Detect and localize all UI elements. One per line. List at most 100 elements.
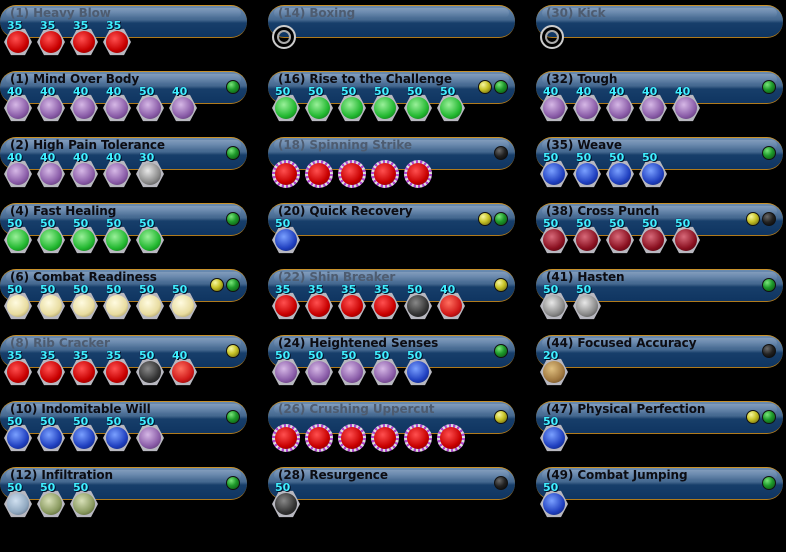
enhancement-slot[interactable]: 50	[672, 217, 700, 254]
enhancement-slot[interactable]: 50	[37, 283, 65, 320]
enhancement-slot[interactable]: 40	[606, 85, 634, 122]
power-bar[interactable]	[268, 5, 515, 38]
enhancement-slot[interactable]: 50	[136, 85, 164, 122]
enhancement-slot[interactable]: 40	[540, 85, 568, 122]
enhancement-slot[interactable]: 50	[371, 85, 399, 122]
enhancement-slot[interactable]: 50	[136, 349, 164, 386]
enhancement-slot[interactable]	[272, 154, 300, 188]
enhancement-slot[interactable]: 35	[272, 283, 300, 320]
enhancement-slot[interactable]	[338, 154, 366, 188]
enhancement-slot[interactable]: 50	[437, 85, 465, 122]
power-bar[interactable]	[536, 401, 783, 434]
enhancement-slot[interactable]: 40	[37, 85, 65, 122]
enhancement-slot[interactable]: 40	[4, 85, 32, 122]
enhancement-slot[interactable]	[338, 418, 366, 452]
enhancement-slot[interactable]: 50	[136, 415, 164, 452]
power-bar[interactable]	[0, 467, 247, 500]
empty-slot-icon[interactable]	[540, 25, 564, 49]
enhancement-slot[interactable]: 50	[37, 415, 65, 452]
enhancement-slot[interactable]: 50	[4, 217, 32, 254]
enhancement-slot[interactable]: 50	[338, 349, 366, 386]
enhancement-slot[interactable]: 50	[639, 151, 667, 188]
enhancement-slot[interactable]: 50	[272, 349, 300, 386]
enhancement-slot[interactable]: 50	[169, 283, 197, 320]
power-bar[interactable]	[536, 269, 783, 302]
enhancement-slot[interactable]: 40	[437, 283, 465, 320]
enhancement-slot[interactable]: 40	[70, 151, 98, 188]
enhancement-slot[interactable]: 35	[37, 19, 65, 56]
enhancement-slot[interactable]: 50	[573, 283, 601, 320]
enhancement-slot[interactable]: 35	[37, 349, 65, 386]
enhancement-slot[interactable]: 50	[404, 349, 432, 386]
enhancement-slot[interactable]: 50	[103, 283, 131, 320]
enhancement-slot[interactable]: 50	[103, 217, 131, 254]
enhancement-slot[interactable]: 50	[606, 217, 634, 254]
power-bar[interactable]	[268, 203, 515, 236]
enhancement-slot[interactable]: 50	[37, 217, 65, 254]
enhancement-slot[interactable]: 50	[272, 481, 300, 518]
enhancement-slot[interactable]: 40	[169, 349, 197, 386]
enhancement-slot[interactable]: 50	[540, 151, 568, 188]
enhancement-slot[interactable]: 50	[70, 283, 98, 320]
power-bar[interactable]	[536, 467, 783, 500]
enhancement-slot[interactable]: 50	[540, 481, 568, 518]
enhancement-slot[interactable]: 50	[540, 217, 568, 254]
enhancement-slot[interactable]: 35	[70, 349, 98, 386]
enhancement-slot[interactable]	[371, 154, 399, 188]
power-entry[interactable]: (30) Kick	[536, 0, 784, 60]
enhancement-slot[interactable]: 20	[540, 349, 568, 386]
enhancement-slot[interactable]: 40	[4, 151, 32, 188]
enhancement-slot[interactable]: 35	[70, 19, 98, 56]
power-entry[interactable]: (26) Crushing Uppercut	[268, 396, 516, 456]
enhancement-slot[interactable]: 30	[136, 151, 164, 188]
enhancement-slot[interactable]: 50	[4, 415, 32, 452]
enhancement-slot[interactable]: 35	[103, 349, 131, 386]
power-bar[interactable]	[268, 467, 515, 500]
enhancement-slot[interactable]: 40	[70, 85, 98, 122]
enhancement-slot[interactable]: 35	[4, 349, 32, 386]
enhancement-slot[interactable]: 35	[338, 283, 366, 320]
power-entry[interactable]: (14) Boxing	[268, 0, 516, 60]
enhancement-slot[interactable]: 50	[573, 217, 601, 254]
enhancement-slot[interactable]: 50	[37, 481, 65, 518]
enhancement-slot[interactable]: 50	[4, 283, 32, 320]
enhancement-slot[interactable]: 35	[371, 283, 399, 320]
enhancement-slot[interactable]: 50	[136, 217, 164, 254]
enhancement-slot[interactable]: 50	[371, 349, 399, 386]
enhancement-slot[interactable]: 40	[103, 151, 131, 188]
power-bar[interactable]	[0, 401, 247, 434]
enhancement-slot[interactable]	[437, 418, 465, 452]
enhancement-slot[interactable]: 50	[305, 349, 333, 386]
enhancement-slot[interactable]: 50	[573, 151, 601, 188]
enhancement-slot[interactable]	[404, 154, 432, 188]
enhancement-slot[interactable]: 50	[272, 85, 300, 122]
enhancement-slot[interactable]: 50	[404, 85, 432, 122]
enhancement-slot[interactable]: 50	[136, 283, 164, 320]
enhancement-slot[interactable]: 50	[4, 481, 32, 518]
empty-slot-icon[interactable]	[272, 25, 296, 49]
enhancement-slot[interactable]: 40	[103, 85, 131, 122]
enhancement-slot[interactable]	[305, 154, 333, 188]
power-entry[interactable]: (18) Spinning Strike	[268, 132, 516, 192]
enhancement-slot[interactable]: 50	[305, 85, 333, 122]
enhancement-slot[interactable]: 35	[305, 283, 333, 320]
enhancement-slot[interactable]: 35	[103, 19, 131, 56]
enhancement-slot[interactable]: 40	[169, 85, 197, 122]
enhancement-slot[interactable]: 50	[338, 85, 366, 122]
